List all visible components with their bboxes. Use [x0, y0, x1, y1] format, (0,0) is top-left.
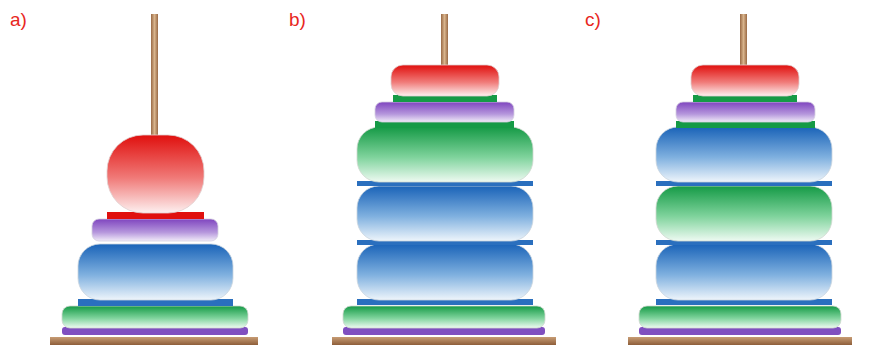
tower-a — [50, 14, 258, 345]
tower-c — [628, 14, 852, 345]
tower-b — [332, 14, 556, 345]
panel-label: c) — [585, 10, 601, 29]
panel-label: b) — [289, 10, 306, 29]
panel-label: a) — [10, 10, 27, 29]
